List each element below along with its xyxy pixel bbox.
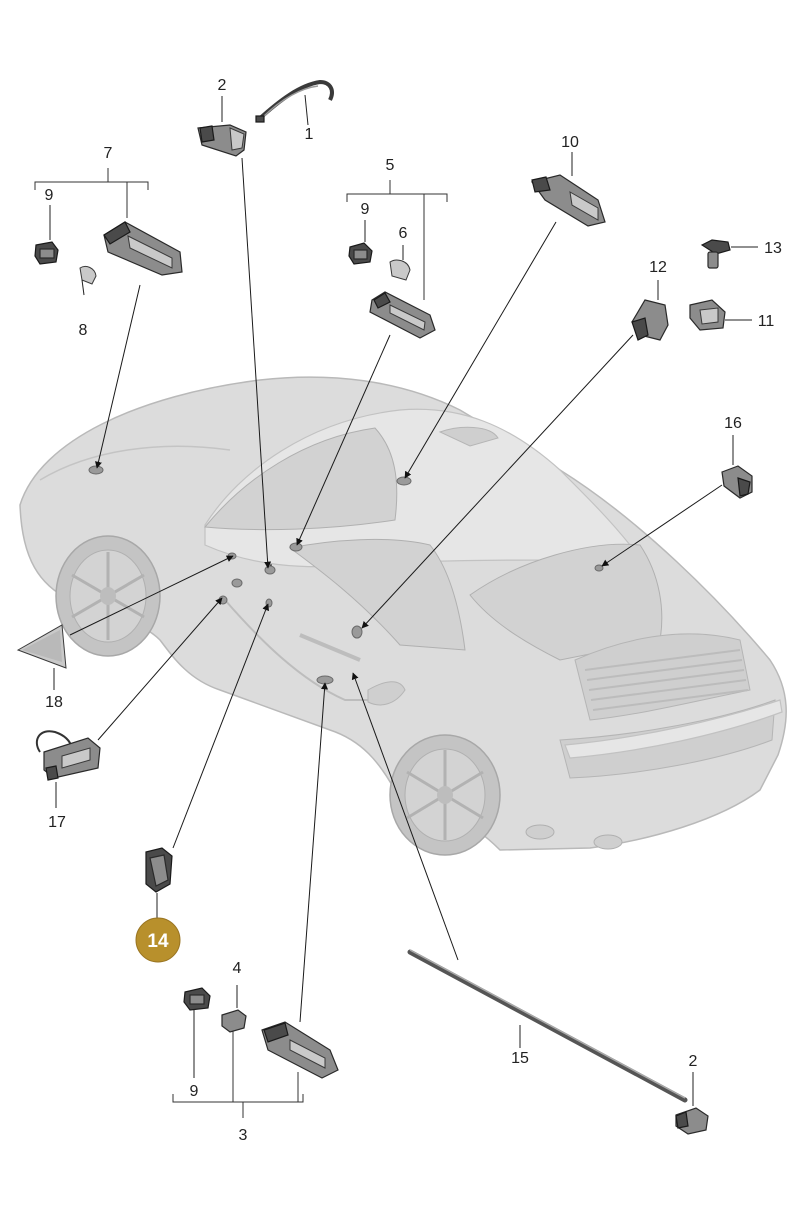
label-2-top: 2 bbox=[218, 77, 227, 94]
label-4: 4 bbox=[233, 960, 242, 977]
part-15-strip bbox=[407, 949, 688, 1103]
front-wheel bbox=[55, 535, 161, 657]
callout-labels: 1 2 7 9 8 5 9 6 10 13 12 11 16 18 17 4 9… bbox=[45, 77, 782, 1144]
part-1-cable bbox=[255, 79, 334, 126]
leader-lines bbox=[69, 157, 723, 1023]
label-18: 18 bbox=[45, 694, 63, 711]
part-7-bracket bbox=[103, 221, 183, 276]
part-3-housing bbox=[261, 1021, 339, 1079]
label-2-bottom: 2 bbox=[689, 1053, 698, 1070]
label-5: 5 bbox=[386, 157, 395, 174]
part-9-socket-bottom bbox=[183, 987, 211, 1078]
label-17: 17 bbox=[48, 814, 66, 831]
part-9-socket-left bbox=[34, 241, 59, 265]
part-9-socket-mid bbox=[348, 242, 373, 265]
label-15: 15 bbox=[511, 1050, 529, 1067]
label-9-mid: 9 bbox=[361, 201, 370, 218]
mount-points bbox=[88, 465, 604, 685]
car-body bbox=[19, 376, 787, 856]
label-13: 13 bbox=[764, 240, 782, 257]
part-2-connector bbox=[197, 124, 247, 157]
part-17-module bbox=[35, 730, 101, 808]
part-10-module bbox=[530, 174, 606, 227]
part-14-module bbox=[145, 847, 173, 918]
label-9-bottom: 9 bbox=[190, 1083, 199, 1100]
label-7: 7 bbox=[104, 145, 113, 162]
label-1: 1 bbox=[305, 126, 314, 143]
engine-grille bbox=[584, 649, 749, 711]
part-12-bracket bbox=[631, 280, 669, 341]
part-16-connector bbox=[721, 435, 753, 499]
part-11-sensor bbox=[689, 299, 752, 331]
part-18-panel bbox=[16, 624, 67, 690]
part-4-bulb bbox=[221, 985, 247, 1033]
label-8: 8 bbox=[79, 322, 88, 339]
rear-wheel bbox=[389, 734, 501, 856]
part-5-housing bbox=[369, 291, 436, 339]
label-3: 3 bbox=[239, 1127, 248, 1144]
label-14[interactable]: 14 bbox=[147, 931, 169, 952]
label-6: 6 bbox=[399, 225, 408, 242]
bracket-5 bbox=[346, 180, 448, 300]
label-10: 10 bbox=[561, 134, 579, 151]
highlight-badge[interactable] bbox=[135, 917, 181, 963]
part-8-bulb bbox=[79, 265, 97, 296]
label-12: 12 bbox=[649, 259, 667, 276]
part-2-connector-bottom bbox=[675, 1072, 709, 1135]
label-11: 11 bbox=[758, 313, 775, 330]
label-9-left: 9 bbox=[45, 187, 54, 204]
part-13-clip bbox=[700, 239, 758, 269]
label-16: 16 bbox=[724, 415, 742, 432]
bracket-3 bbox=[172, 1022, 304, 1118]
part-6-bulb bbox=[389, 245, 411, 281]
highlight-callout-14[interactable]: 14 bbox=[135, 917, 181, 963]
bracket-7 bbox=[34, 168, 149, 218]
